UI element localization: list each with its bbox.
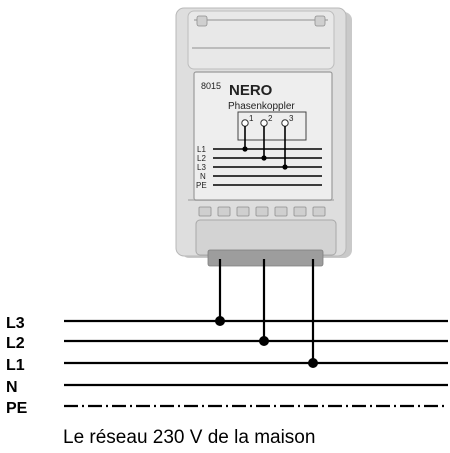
network-lines [64, 259, 448, 408]
network-label-pe: PE [6, 400, 28, 417]
brand-label: NERO [229, 82, 273, 99]
terminal-label-2: 2 [268, 114, 273, 123]
network-label-l3: L3 [6, 315, 25, 332]
device-node-l2 [261, 155, 267, 161]
junction-l1 [308, 358, 318, 368]
inner-label-l2: L2 [197, 154, 206, 163]
top-left-screw [196, 15, 208, 27]
device-node-l1 [242, 146, 248, 152]
device-panel [193, 71, 333, 201]
network-label-l2: L2 [6, 335, 25, 352]
terminal-screws [198, 206, 326, 217]
device-name: Phasenkoppler [228, 101, 295, 112]
network-label-l1: L1 [6, 357, 25, 374]
device-module: 8015 NERO Phasenkoppler 1 2 3 [175, 7, 352, 267]
top-right-screw [314, 15, 326, 27]
junction-l2 [259, 336, 269, 346]
device-node-l3 [282, 164, 288, 170]
network-label-n: N [6, 379, 18, 396]
terminal-box [237, 111, 307, 141]
junction-l3 [215, 316, 225, 326]
terminal-label-1: 1 [249, 114, 254, 123]
terminal-label-3: 3 [289, 114, 294, 123]
inner-label-l3: L3 [197, 163, 206, 172]
caption: Le réseau 230 V de la maison [63, 427, 315, 448]
inner-label-n: N [200, 172, 206, 181]
module-top [187, 10, 335, 70]
device-inner-lines [213, 126, 322, 186]
inner-label-pe: PE [196, 181, 207, 190]
inner-label-l1: L1 [197, 145, 206, 154]
model-number: 8015 [201, 81, 221, 91]
wire-entry-block [207, 249, 324, 267]
network-labels: L3 L2 L1 N PE [6, 315, 28, 417]
